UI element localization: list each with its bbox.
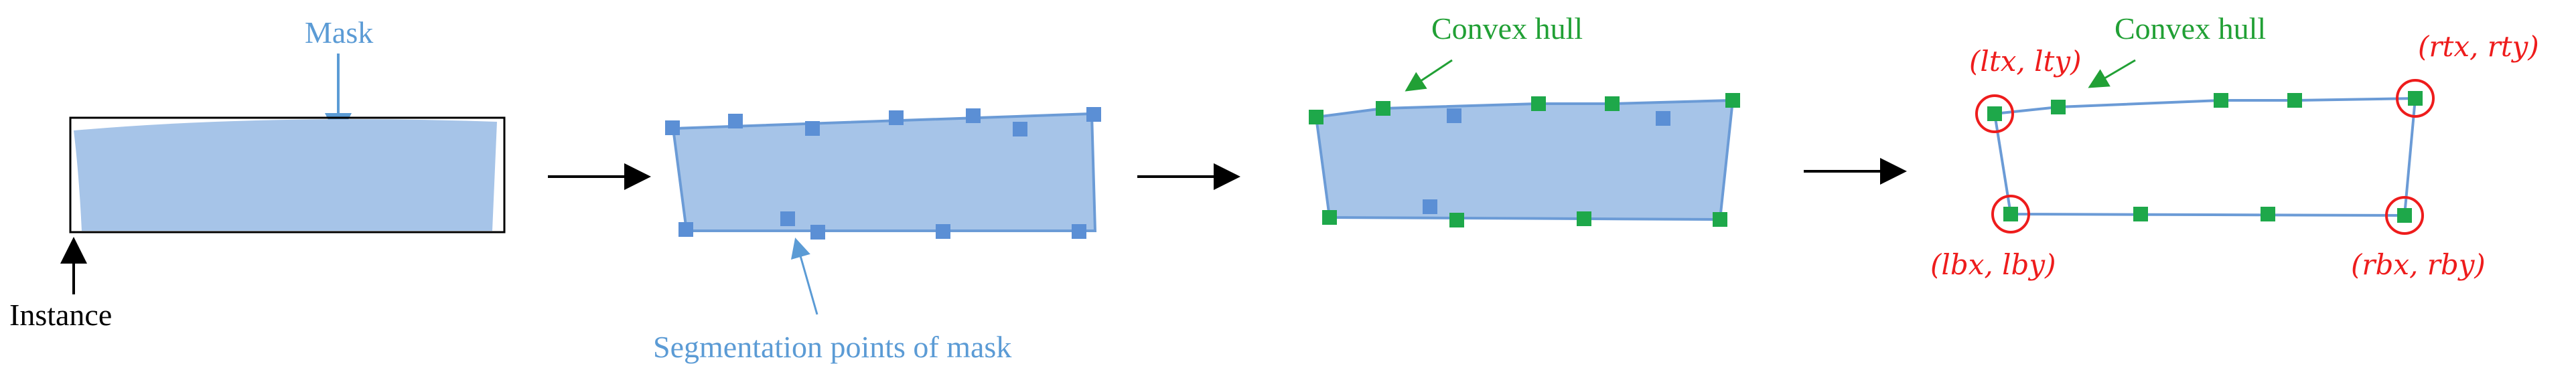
seg-point [678,222,693,237]
seg-pointer-arrow [790,238,818,315]
seg-point [1072,224,1086,239]
corner-circle-right-top [2396,79,2435,118]
hull-point [2287,93,2302,108]
corner-circle-right-bottom [2385,196,2424,235]
seg-point [966,108,981,123]
seg-point [936,224,950,239]
hull-point [1605,96,1620,111]
panel-segmentation-points: Segmentation points of mask [653,107,1101,364]
hull-point [1987,106,2002,121]
panel-convex-hull: Convex hull [1309,11,1740,227]
corner-circles [1975,79,2435,235]
seg-point [805,121,820,136]
hull-point [1577,211,1591,226]
convex-hull-pointer-arrow-2 [2088,59,2136,88]
hull-points [1309,93,1740,227]
seg-point [1656,111,1670,126]
seg-point [780,211,795,226]
seg-point [1447,108,1461,123]
mask-label: Mask [305,15,373,50]
hull-point [2051,100,2066,114]
panel-instance-mask: Mask Instance [9,15,506,332]
hull-point [2003,207,2018,221]
corner-circle-left-top [1975,94,2014,133]
seg-point [889,110,904,125]
convex-hull-label-1: Convex hull [1431,11,1583,45]
panel-corner-points: Convex hull (ltx, lty) (rtx, rty) (lbx, … [1930,11,2539,281]
inner-seg-points [1423,108,1670,214]
seg-point [810,225,825,240]
right-top-label: (rtx, rty) [2418,30,2539,63]
right-bottom-label: (rbx, rby) [2351,248,2486,281]
mask-shape [74,119,497,231]
hull-points-outline [1987,91,2423,223]
seg-point [1013,122,1027,136]
hull-point [1449,213,1464,227]
hull-point [1531,96,1546,111]
seg-point [1423,199,1437,214]
hull-point [2408,91,2423,106]
hull-point [2214,93,2228,108]
left-top-label: (ltx, lty) [1969,45,2082,78]
left-bottom-label: (lbx, lby) [1930,248,2056,281]
hull-point [1322,210,1337,225]
instance-bounding-box [69,116,506,233]
segmentation-polygon [671,112,1097,232]
hull-point [2133,207,2148,221]
convex-hull-polygon [1314,98,1735,221]
seg-point [1086,107,1101,122]
hull-point [2397,208,2412,223]
seg-point [665,120,680,135]
segmentation-points [665,107,1101,240]
segmentation-points-label: Segmentation points of mask [653,330,1011,364]
hull-point [1309,110,1323,124]
convex-hull-pointer-arrow-1 [1405,59,1453,92]
convex-hull-label-2: Convex hull [2115,11,2266,45]
corner-circle-left-bottom [1991,195,2030,233]
hull-point [1725,93,1740,108]
hull-point [2261,207,2275,221]
hull-outline [1993,96,2417,217]
hull-point [1376,101,1390,116]
hull-point [1713,212,1727,227]
seg-point [728,114,743,128]
instance-label: Instance [9,298,112,332]
